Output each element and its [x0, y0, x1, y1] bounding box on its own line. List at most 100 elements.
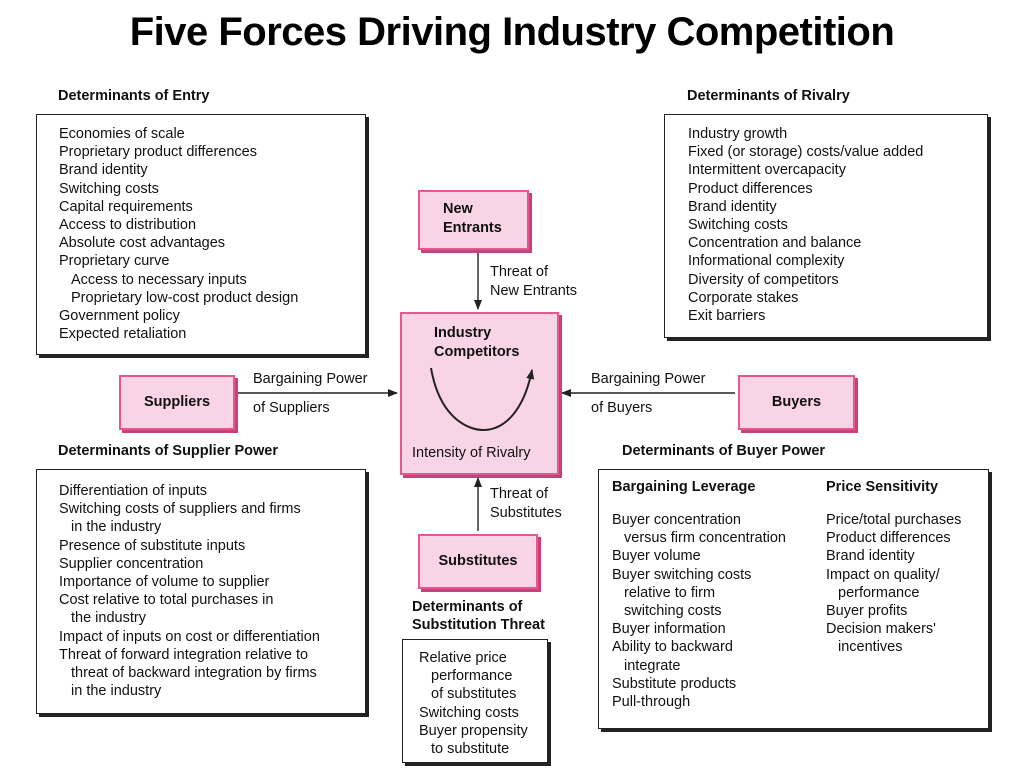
list-item: Supplier concentration: [59, 555, 204, 572]
new-entrants-label-1: New: [443, 201, 473, 217]
list-item: switching costs: [624, 603, 722, 620]
list-item: Proprietary curve: [59, 253, 170, 270]
entry-header: Determinants of Entry: [58, 88, 210, 104]
list-item: Brand identity: [826, 548, 915, 565]
list-item: the industry: [71, 610, 146, 627]
list-item: Government policy: [59, 308, 180, 325]
list-item: Importance of volume to supplier: [59, 574, 270, 591]
bargaining-leverage-list: Buyer concentration versus firm concentra…: [612, 511, 786, 711]
list-item: Absolute cost advantages: [59, 235, 226, 252]
list-item: Switching costs: [59, 180, 159, 197]
buyers-label: Buyers: [771, 394, 822, 410]
list-item: threat of backward integration by firms: [71, 665, 317, 682]
substitution-header: Determinants of Substitution Threat: [412, 598, 545, 634]
list-item: Buyer propensity: [419, 722, 528, 739]
rivalry-intensity-label: Intensity of Rivalry: [412, 445, 531, 461]
list-item: Impact on quality/: [826, 566, 940, 583]
threat-entrants-label-2: New Entrants: [490, 283, 578, 299]
list-item: Concentration and balance: [688, 235, 862, 252]
list-item: Fixed (or storage) costs/value added: [688, 144, 924, 161]
list-item: in the industry: [71, 519, 162, 536]
list-item: Buyer concentration: [612, 512, 741, 528]
list-item: Brand identity: [688, 198, 777, 215]
list-item: incentives: [838, 639, 903, 656]
list-item: Brand identity: [59, 162, 148, 179]
list-item: Buyer profits: [826, 603, 908, 620]
list-item: Switching costs: [688, 217, 788, 234]
suppliers-box: Suppliers: [119, 375, 235, 430]
new-entrants-label-2: Entrants: [443, 220, 502, 236]
list-item: Proprietary product differences: [59, 144, 258, 161]
industry-competitors-box: Industry Competitors Intensity of Rivalr…: [400, 312, 559, 475]
list-item: versus firm concentration: [624, 530, 786, 547]
list-item: performance: [838, 584, 920, 601]
threat-substitutes-label-1: Threat of: [490, 486, 549, 502]
list-item: Switching costs of suppliers and firms: [59, 501, 301, 518]
buyer-power-label-2: of Buyers: [591, 400, 653, 416]
list-item: Impact of inputs on cost or differentiat…: [59, 628, 320, 645]
list-item: Price/total purchases: [826, 512, 962, 528]
substitution-header-line-2: Substitution Threat: [412, 617, 545, 633]
buyer-power-label-1: Bargaining Power: [591, 371, 706, 387]
list-item: Switching costs: [419, 704, 519, 721]
list-item: Buyer switching costs: [612, 566, 752, 583]
list-item: Differentiation of inputs: [59, 483, 208, 499]
list-item: integrate: [624, 657, 681, 674]
list-item: Presence of substitute inputs: [59, 537, 246, 554]
rivalry-header: Determinants of Rivalry: [687, 88, 850, 104]
list-item: Exit barriers: [688, 308, 766, 325]
list-item: Proprietary low-cost product design: [71, 289, 299, 306]
threat-substitutes-label-2: Substitutes: [490, 505, 562, 521]
page-title: Five Forces Driving Industry Competition: [129, 10, 895, 54]
substitutes-box: Substitutes: [418, 534, 538, 589]
list-item: Product differences: [688, 180, 813, 197]
competitors-label-2: Competitors: [434, 344, 520, 360]
list-item: Buyer information: [612, 621, 726, 638]
list-item: Threat of forward integration relative t…: [59, 646, 309, 663]
list-item: Buyer volume: [612, 548, 701, 565]
new-entrants-box: New Entrants: [418, 190, 529, 250]
supplier-power-label-1: Bargaining Power: [253, 371, 368, 387]
buyer-power-box: Bargaining Leverage Buyer concentration v…: [598, 469, 989, 729]
list-item: in the industry: [71, 683, 162, 700]
list-item: Industry growth: [688, 126, 788, 142]
buyer-power-header: Determinants of Buyer Power: [622, 443, 826, 459]
list-item: of substitutes: [431, 686, 517, 703]
list-item: Decision makers': [826, 621, 936, 638]
substitutes-label: Substitutes: [438, 553, 518, 569]
buyers-box: Buyers: [738, 375, 855, 430]
list-item: Ability to backward: [612, 639, 733, 656]
list-item: Substitute products: [612, 675, 737, 692]
list-item: Pull-through: [612, 694, 691, 711]
list-item: Intermittent overcapacity: [688, 162, 846, 179]
list-item: Cost relative to total purchases in: [59, 592, 274, 609]
list-item: Access to distribution: [59, 217, 197, 234]
list-item: relative to firm: [624, 584, 716, 601]
supplier-power-header: Determinants of Supplier Power: [58, 443, 278, 459]
list-item: Economies of scale: [59, 126, 185, 142]
list-item: Access to necessary inputs: [71, 271, 247, 288]
list-item: Corporate stakes: [688, 289, 799, 306]
suppliers-label: Suppliers: [143, 394, 211, 410]
supplier-power-label-2: of Suppliers: [253, 400, 330, 416]
list-item: Product differences: [826, 530, 951, 547]
list-item: Diversity of competitors: [688, 271, 839, 288]
substitution-header-line-1: Determinants of: [412, 599, 523, 615]
list-item: Expected retaliation: [59, 326, 187, 343]
list-item: to substitute: [431, 741, 510, 758]
threat-entrants-label-1: Threat of: [490, 264, 549, 280]
list-item: performance: [431, 668, 513, 685]
bargaining-leverage-header: Bargaining Leverage: [612, 479, 756, 495]
list-item: Informational complexity: [688, 253, 845, 270]
list-item: Relative price: [419, 650, 507, 666]
price-sensitivity-header: Price Sensitivity: [826, 479, 939, 495]
competitors-label-1: Industry: [434, 325, 492, 341]
